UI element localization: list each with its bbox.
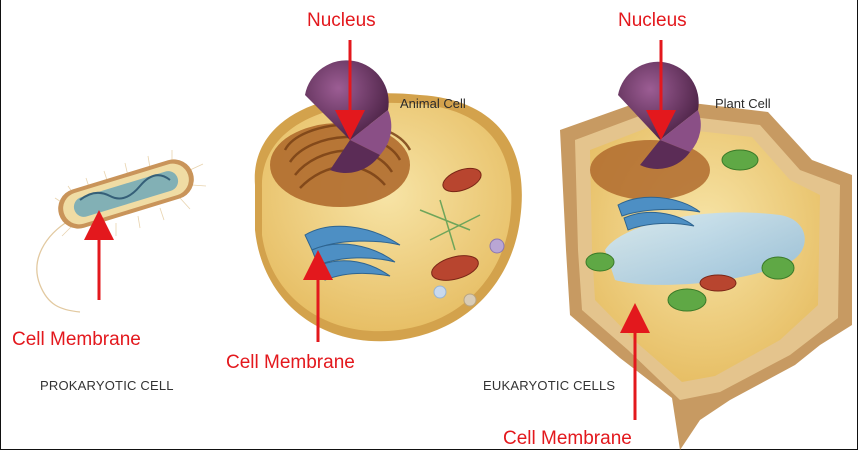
cell-membrane-label-prokaryote: Cell Membrane: [12, 329, 141, 351]
animal-cell-label: Animal Cell: [400, 96, 466, 111]
nucleus-label-plant: Nucleus: [618, 10, 687, 32]
eukaryotic-cells-caption: EUKARYOTIC CELLS: [483, 378, 615, 393]
animal-cell-illustration: [255, 60, 522, 341]
plant-cell-label: Plant Cell: [715, 96, 771, 111]
cell-membrane-label-plant: Cell Membrane: [503, 428, 632, 450]
prokaryotic-cell-caption: PROKARYOTIC CELL: [40, 378, 174, 393]
prokaryotic-cell-illustration: [37, 150, 206, 312]
nucleus-label-animal: Nucleus: [307, 10, 376, 32]
cell-membrane-label-animal: Cell Membrane: [226, 352, 355, 374]
